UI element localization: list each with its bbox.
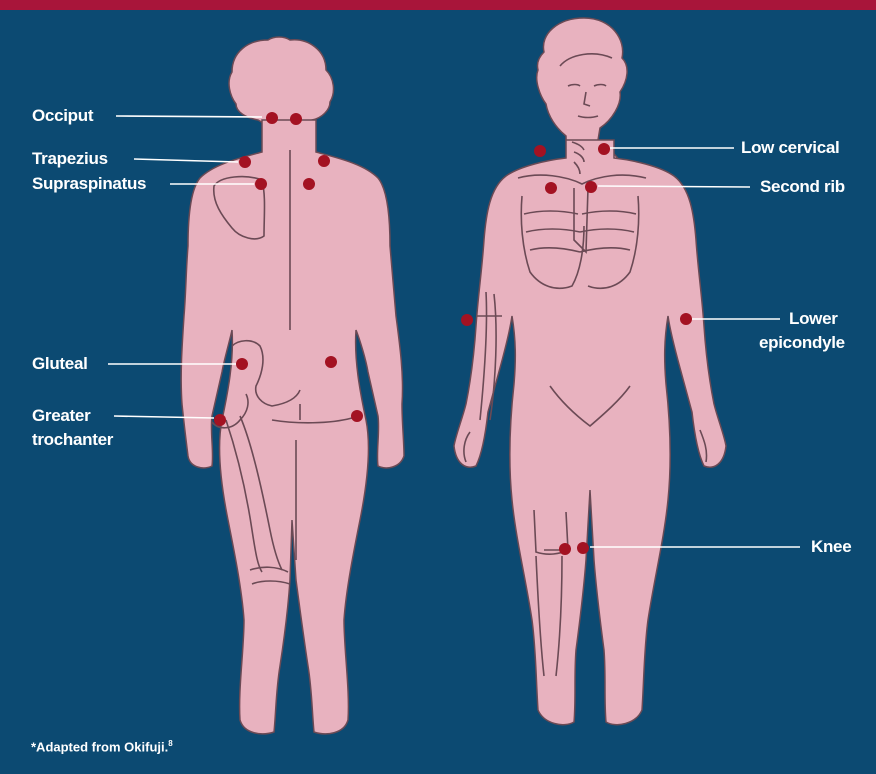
- occiput-leader: [116, 116, 262, 117]
- label-low-cervical: Low cervical: [741, 138, 839, 158]
- front-torso: [454, 140, 726, 725]
- source-note-text: *Adapted from Okifuji.: [31, 739, 168, 754]
- tender-point-supraspinatus-right: [303, 178, 315, 190]
- tender-point-knee-left: [559, 543, 571, 555]
- label-knee: Knee: [811, 537, 851, 557]
- second-rib-leader: [598, 186, 750, 187]
- tender-point-epicondyle-right: [680, 313, 692, 325]
- tender-point-gluteal-left: [236, 358, 248, 370]
- label-lower-epicondyle-line2: epicondyle: [759, 333, 845, 353]
- label-greater-trochanter-line2: trochanter: [32, 430, 113, 450]
- body-silhouettes: [181, 18, 726, 734]
- label-trapezius: Trapezius: [32, 149, 108, 169]
- back-torso: [181, 120, 404, 734]
- back-view-figure: [181, 37, 404, 734]
- tender-point-occiput-left: [266, 112, 278, 124]
- tender-point-trochanter-right: [351, 410, 363, 422]
- tender-point-low-cervical-right: [598, 143, 610, 155]
- tender-point-second-rib-right: [585, 181, 597, 193]
- label-occiput: Occiput: [32, 106, 93, 126]
- tender-point-trapezius-left: [239, 156, 251, 168]
- tender-point-supraspinatus-left: [255, 178, 267, 190]
- back-head: [229, 37, 333, 126]
- label-greater-trochanter-line1: Greater: [32, 406, 90, 426]
- label-lower-epicondyle-line1: Lower: [789, 309, 838, 329]
- tender-point-trapezius-right: [318, 155, 330, 167]
- label-gluteal: Gluteal: [32, 354, 88, 374]
- trapezius-leader: [134, 159, 238, 162]
- label-supraspinatus: Supraspinatus: [32, 174, 146, 194]
- tender-point-occiput-right: [290, 113, 302, 125]
- front-view-figure: [454, 18, 726, 725]
- tender-point-low-cervical-left: [534, 145, 546, 157]
- tender-point-knee-right: [577, 542, 589, 554]
- source-note-ref: 8: [168, 739, 172, 748]
- label-second-rib: Second rib: [760, 177, 845, 197]
- source-note: *Adapted from Okifuji.8: [31, 736, 173, 755]
- tender-point-epicondyle-left: [461, 314, 473, 326]
- tender-point-trochanter-left: [214, 414, 226, 426]
- tender-point-gluteal-right: [325, 356, 337, 368]
- tender-point-second-rib-left: [545, 182, 557, 194]
